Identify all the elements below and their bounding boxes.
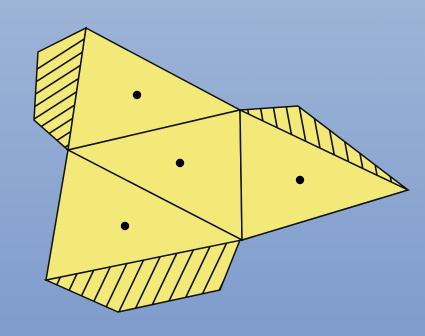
dot-bottom-left bbox=[120, 221, 130, 231]
triangle-bottom-left bbox=[45, 148, 245, 281]
triangle-right bbox=[239, 108, 411, 242]
dot-center bbox=[175, 158, 185, 168]
dot-top-left bbox=[132, 90, 142, 100]
tab-left-hatching-line bbox=[34, 45, 86, 93]
dot-right bbox=[295, 175, 305, 185]
tab-left-hatching-line bbox=[34, 33, 86, 81]
